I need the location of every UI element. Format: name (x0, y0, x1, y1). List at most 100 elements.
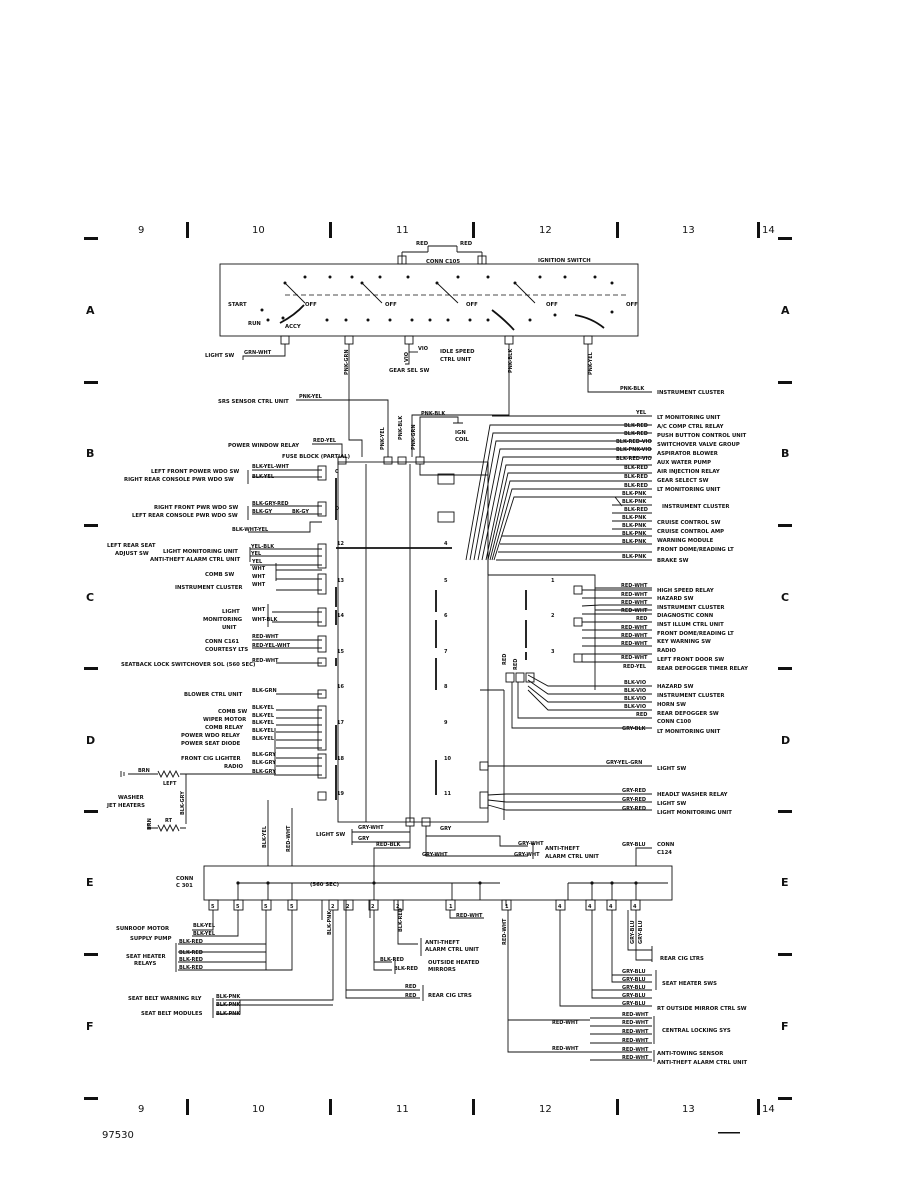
pin-5d: 5 (290, 904, 294, 910)
seat-belt-warning-rly: SEAT BELT WARNING RLY (128, 996, 202, 1002)
wire-blk-red-4: BLK-RED (624, 474, 648, 480)
wire-gry-blu-r3: GRY-BLU (622, 985, 646, 991)
wire-blk-pnk-b1: BLK-PNK (216, 994, 241, 1000)
wire-bk-gy-2: BK-GY (292, 509, 309, 515)
comb-sw-2: COMB SW (218, 709, 247, 715)
pnk-blk-vertical: PNK-BLK (508, 348, 514, 373)
col-10-top: 10 (252, 225, 265, 236)
hazard-sw-1: HAZARD SW (657, 596, 694, 602)
horn-sw: HORN SW (657, 702, 686, 708)
grn-wht-wire: GRN-WHT (244, 350, 272, 356)
pin-2b: 2 (346, 904, 350, 910)
left-rear-console-pwr-wdo-sw: LEFT REAR CONSOLE PWR WDO SW (132, 513, 238, 519)
conn-c301: CONN C 301 (560 SEC) (176, 865, 673, 920)
fuse-right-mid-labels: RED-WHT HIGH SPEED RELAY RED-WHT HAZARD … (573, 583, 748, 672)
pin-5b: 5 (236, 904, 240, 910)
wire-wht-blk: WHT-BLK (252, 617, 278, 623)
fuse-1: 1 (551, 578, 555, 584)
fuse-3: 3 (551, 649, 555, 655)
fuse-4: 4 (444, 541, 448, 547)
fuse-13: 13 (337, 578, 344, 584)
wire-gry-blu-r4: GRY-BLU (622, 993, 646, 999)
fuse-6: 6 (444, 613, 448, 619)
light-monitoring-unit-1: LIGHT MONITORING UNIT (163, 549, 238, 555)
gear-sel-sw: GEAR SEL SW (389, 368, 429, 374)
grid-top: 9 10 11 12 13 14 (84, 222, 792, 240)
anti-towing-sensor: ANTI-TOWING SENSOR (657, 1051, 723, 1057)
ignition-switch: IGNITION SWITCH RED RED CONN C105 START … (219, 241, 639, 345)
courtesy-lts: COURTESY LTS (205, 647, 248, 653)
v-pnk-yel: PNK-YEL (380, 426, 386, 450)
diagnostic-conn: DIAGNOSTIC CONN (657, 613, 713, 619)
wire-red-wht-2: RED-WHT (252, 658, 279, 664)
wire-gry-red-3: GRY-RED (622, 806, 646, 812)
wire-red-wht-b1: RED-WHT (622, 1012, 649, 1018)
instrument-cluster-top: INSTRUMENT CLUSTER (657, 390, 725, 396)
wire-blk-wht-yel: BLK-WHT-YEL (232, 527, 269, 533)
fuse-c: C (335, 469, 339, 475)
row-f-right: F (781, 1020, 789, 1033)
col-9-bottom: 9 (138, 1104, 144, 1115)
bottom-left: SUNROOF MOTOR SUPPLY PUMP BLK-YEL BLK-YE… (116, 908, 404, 1018)
outside-heated-2: MIRRORS (428, 967, 456, 973)
cruise-control-amp: CRUISE CONTROL AMP (657, 529, 724, 535)
gry-blu-vertical-1: GRY-BLU (630, 920, 636, 944)
wire-blk-pnk-4: BLK-PNK (622, 523, 647, 529)
bottom-right: GRY-BLU GRY-BLU REAR CIG LTRS GRY-BLU GR… (552, 910, 748, 1066)
blk-red-vertical: BLK-RED (398, 908, 404, 932)
wire-blk-yel-3: BLK-YEL (252, 720, 275, 726)
light-sw-right: LIGHT SW (657, 766, 686, 772)
wire-blk-yel-4: BLK-YEL (252, 728, 275, 734)
blk-pnk-vertical: BLK-PNK (327, 910, 333, 935)
comb-sw-1: COMB SW (205, 572, 234, 578)
rt-outside-mirror: RT OUTSIDE MIRROR CTRL SW (657, 1006, 747, 1012)
right-front-pwr-wdo-sw: RIGHT FRONT PWR WDO SW (154, 505, 238, 511)
pnk-blk-ign: PNK-BLK (421, 411, 446, 417)
seat-heater-relays-1: SEAT HEATER (126, 954, 166, 960)
wire-blk-yel-b2: BLK-YEL (193, 931, 216, 937)
inst-illum-ctrl: INST ILLUM CTRL UNIT (657, 622, 724, 628)
row-a-left: A (86, 304, 95, 317)
fuse-15: 15 (337, 649, 344, 655)
front-dome-reading-lt-2: FRONT DOME/READING LT (657, 631, 734, 637)
supply-pump: SUPPLY PUMP (130, 936, 172, 942)
col-11-bottom: 11 (396, 1104, 409, 1115)
pin-5a: 5 (211, 904, 215, 910)
rear-defogger-sw: REAR DEFOGGER SW (657, 711, 719, 717)
col-14-top: 14 (762, 225, 775, 236)
power-window-relay: POWER WINDOW RELAY (228, 443, 299, 449)
left-heater: LEFT (163, 781, 177, 787)
wire-blk-red-b4: BLK-RED (179, 965, 203, 971)
ign-coil-1: IGN (455, 430, 466, 436)
red-vertical-2: RED (513, 659, 519, 670)
col-13-bottom: 13 (682, 1104, 695, 1115)
brn-wire-1: BRN (138, 768, 150, 774)
left-rear-seat: LEFT REAR SEAT (107, 543, 156, 549)
wire-blk-red-c2: BLK-RED (394, 966, 418, 972)
wire-red-yel-wht: RED-YEL-WHT (252, 643, 291, 649)
lt-monitoring-unit-3: LT MONITORING UNIT (657, 729, 721, 735)
wire-yel-blk: YEL-BLK (250, 544, 275, 550)
vio-wire-2: VIO (418, 346, 428, 352)
wire-gry-wht-2: GRY-WHT (518, 841, 544, 847)
conn-c100: CONN C100 (657, 719, 691, 725)
pin-4b: 4 (588, 904, 592, 910)
anti-theft-bot-1: ANTI-THEFT (425, 940, 460, 946)
wire-blk-red-5: BLK-RED (624, 483, 648, 489)
wire-blk-red-c1: BLK-RED (380, 957, 404, 963)
wire-blk-pnk-3: BLK-PNK (622, 515, 647, 521)
monitoring-label: MONITORING (203, 617, 242, 623)
wire-gry-blu-r5: GRY-BLU (622, 1001, 646, 1007)
wire-gry-wht-4: GRY-WHT (514, 852, 540, 858)
wire-blk-grn: BLK-GRN (252, 688, 277, 694)
ignition-switch-title: IGNITION SWITCH (538, 258, 591, 264)
wire-blk-pnk-1: BLK-PNK (622, 491, 647, 497)
wire-yel-1: YEL (250, 551, 262, 557)
wire-red-wht-b4: RED-WHT (622, 1038, 649, 1044)
rear-cig-ltrs-right: REAR CIG LTRS (660, 956, 704, 962)
wire-red-yel-r10: RED-YEL (623, 664, 647, 670)
seat-belt-modules: SEAT BELT MODULES (141, 1011, 203, 1017)
pin-4d: 4 (633, 904, 637, 910)
brn-wire-2: BRN (147, 818, 153, 830)
